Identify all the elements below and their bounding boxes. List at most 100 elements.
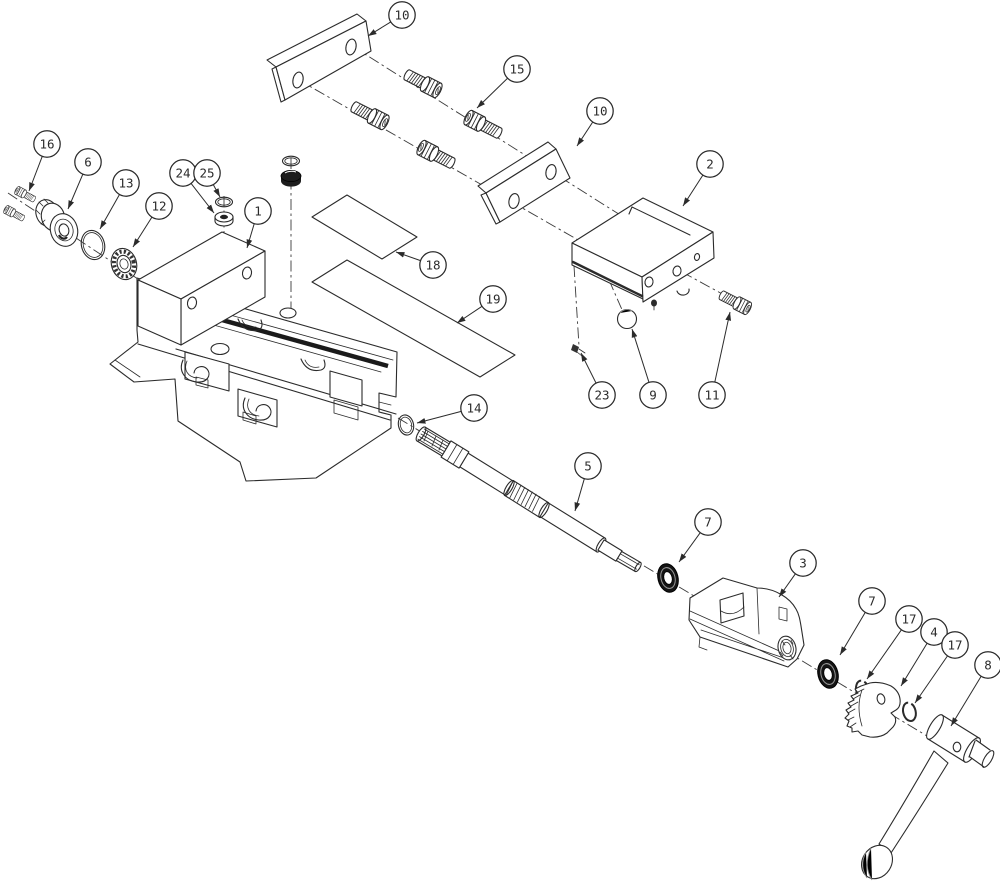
leader-line (950, 676, 982, 727)
leader-line (900, 643, 928, 687)
leader-line (914, 655, 948, 704)
part-thrust-bearing (110, 247, 138, 281)
part-ball (616, 308, 638, 330)
leader-line (839, 612, 866, 656)
leader-line (190, 183, 215, 214)
part-movable-jaw (571, 197, 715, 311)
callout-number: 14 (466, 400, 481, 415)
callout-17-snap-ring: 17 (914, 631, 969, 704)
callout-10-jaw-plate: 10 (576, 97, 614, 147)
callout-balloon (588, 381, 616, 409)
callout-number: 6 (84, 154, 92, 169)
part-wear-plate-short (311, 194, 418, 260)
callout-19-wear-plate-long: 19 (456, 285, 507, 324)
jaw-hole (241, 266, 253, 280)
callout-5-lead-screw-shaft: 5 (574, 452, 602, 512)
callout-balloon (74, 148, 102, 176)
callout-balloon (941, 631, 969, 659)
callout-number: 3 (799, 555, 807, 570)
leader-line (67, 173, 84, 210)
part-thrust-bushing (35, 198, 79, 247)
leader-line (246, 223, 255, 249)
callout-13-o-ring: 13 (99, 169, 140, 230)
part-thrust-washer-a (654, 561, 682, 595)
callout-4-spline-coupling: 4 (900, 618, 948, 687)
part-bearing-block (688, 577, 805, 668)
callout-number: 2 (706, 156, 714, 171)
part-jaw-plate-front (477, 141, 571, 225)
callout-balloon (112, 169, 140, 197)
callout-balloon (145, 192, 173, 220)
part-plug-a (214, 211, 234, 227)
callout-number: 9 (649, 387, 657, 402)
callout-number: 7 (868, 593, 876, 608)
callout-2-movable-jaw-body: 2 (682, 150, 724, 207)
callout-11-set-screw: 11 (698, 311, 732, 409)
callout-balloon (789, 549, 817, 577)
part-set-screw (716, 287, 754, 317)
leader-line (778, 573, 796, 598)
part-crank-handle (860, 714, 995, 881)
leader-line (212, 184, 221, 198)
callout-number: 7 (704, 514, 712, 529)
callout-balloon (574, 452, 602, 480)
part-seal-ring-a (214, 196, 234, 208)
part-cap-screw (348, 98, 392, 132)
callout-number: 12 (151, 198, 166, 213)
callout-14-retaining-ring: 14 (416, 394, 488, 424)
leader-line (574, 478, 585, 512)
callout-10-jaw-plate: 10 (367, 1, 416, 37)
callout-balloon (696, 150, 724, 178)
jaw-pin (651, 299, 657, 307)
callout-balloon (694, 508, 722, 536)
leader-line (28, 156, 43, 192)
callout-balloon (419, 251, 447, 279)
leader-line (678, 532, 701, 563)
leader-line (416, 410, 462, 424)
part-wear-plate-long (311, 259, 516, 378)
leader-line (682, 174, 704, 207)
part-cap-screw-15 (461, 108, 505, 142)
callout-number: 11 (704, 387, 719, 402)
callout-number: 10 (592, 103, 607, 118)
part-thrust-washer-b (814, 657, 842, 691)
callout-23-grub-screw: 23 (580, 352, 616, 409)
leader-line (580, 352, 597, 384)
callout-number: 13 (118, 175, 133, 190)
callout-25-seal-ring: 25 (193, 159, 221, 198)
callout-number: 19 (485, 291, 500, 306)
callout-number: 18 (425, 257, 440, 272)
leader-line (714, 311, 732, 383)
callout-15-socket-head-cap-screw: 15 (476, 55, 531, 109)
callout-balloon (895, 605, 923, 633)
callout-number: 8 (984, 657, 992, 672)
callout-number: 4 (930, 624, 938, 639)
leader-line (99, 194, 120, 230)
leader-line (631, 328, 650, 383)
part-spline-coupling (844, 681, 901, 738)
callout-1-stationary-jaw-body: 1 (244, 197, 272, 249)
base-top-hole (279, 307, 297, 319)
callout-number: 17 (901, 611, 916, 626)
callout-number: 17 (947, 637, 962, 652)
callout-balloon (244, 197, 272, 225)
callout-balloon (639, 381, 667, 409)
part-cap-screw (414, 138, 458, 172)
callout-number: 5 (584, 458, 592, 473)
callout-12-thrust-bearing: 12 (132, 192, 173, 248)
leader-line (395, 251, 421, 262)
callout-number: 25 (199, 165, 214, 180)
part-snap-ring-b (900, 700, 919, 724)
leader-line (456, 305, 483, 324)
callout-balloon (460, 394, 488, 422)
callout-balloon (974, 651, 1000, 679)
base-top-hole (210, 342, 230, 356)
callout-18-wear-plate-short: 18 (395, 251, 447, 279)
callout-number: 23 (594, 387, 609, 402)
callout-balloon (193, 159, 221, 187)
callout-balloon (479, 285, 507, 313)
callout-balloon (858, 587, 886, 615)
part-retaining-ring (397, 414, 415, 436)
